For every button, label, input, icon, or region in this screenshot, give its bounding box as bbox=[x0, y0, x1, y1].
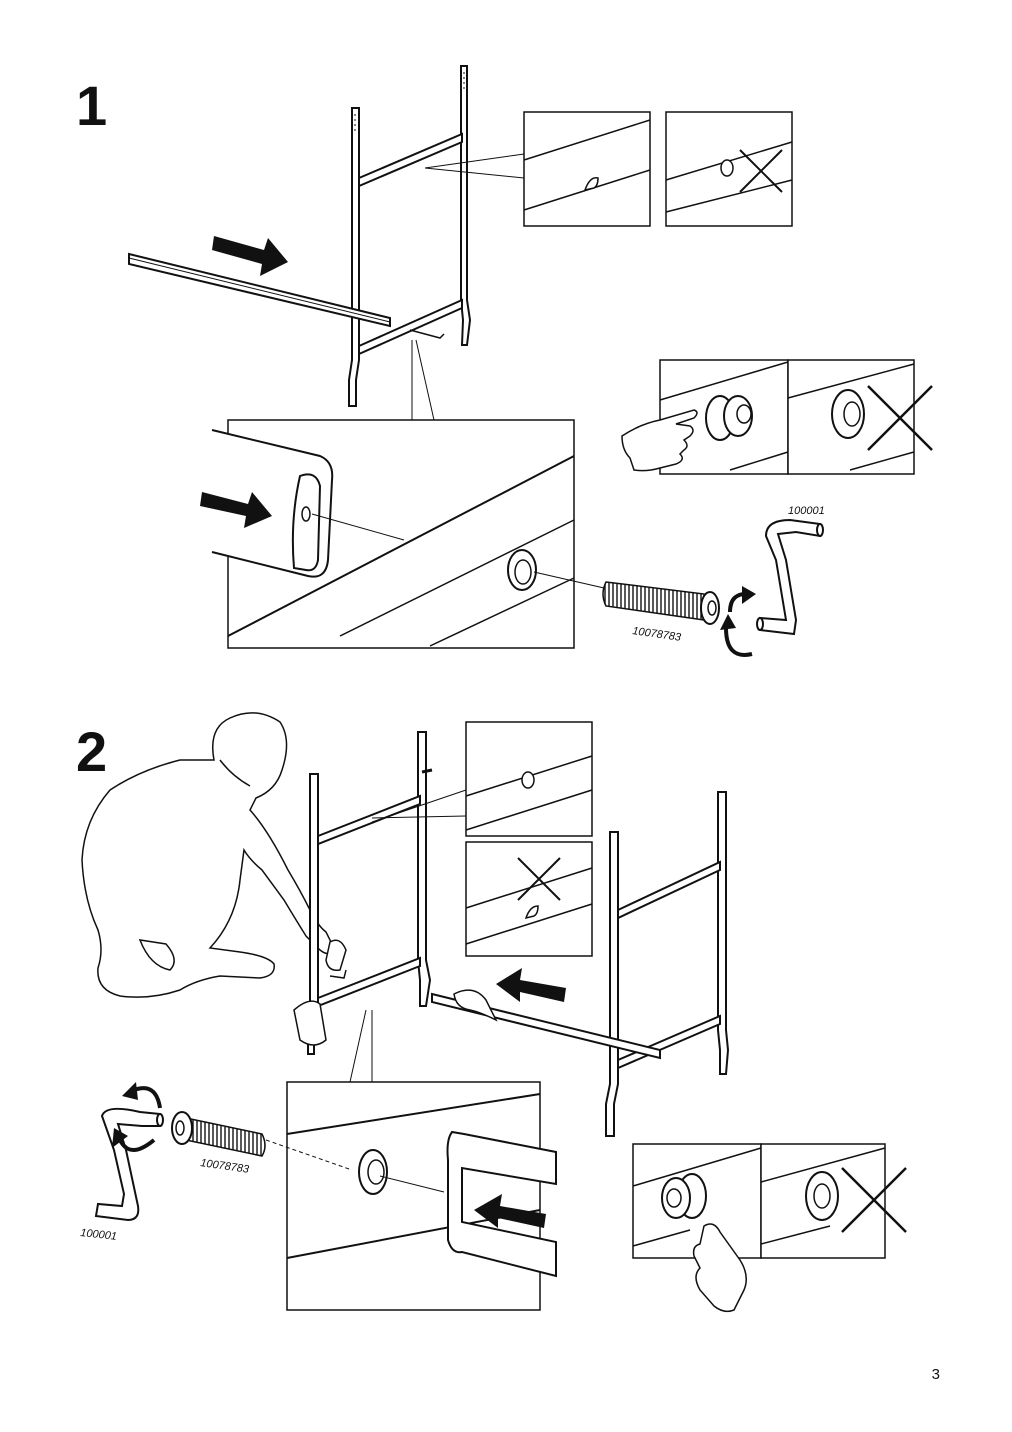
push-arrow-icon bbox=[212, 236, 288, 276]
allen-key-icon bbox=[409, 329, 445, 339]
step-2-left-frame bbox=[307, 731, 433, 1055]
person-illustration bbox=[81, 712, 335, 998]
step-1-bolt bbox=[602, 581, 720, 625]
detail-bolt-flush-wrong bbox=[787, 359, 933, 475]
step-1-frame bbox=[348, 65, 472, 407]
wrong-cross-icon bbox=[867, 385, 933, 451]
step-2-number: 2 bbox=[76, 720, 108, 783]
detail-hole-correct bbox=[523, 111, 651, 227]
step-1-long-rail bbox=[128, 252, 391, 328]
detail-bolt-flush-correct-2 bbox=[632, 1143, 762, 1259]
pointing-hand-icon bbox=[621, 409, 698, 472]
step-2-bolt-label: 10078783 bbox=[200, 1157, 251, 1176]
wrong-cross-icon bbox=[841, 1167, 907, 1233]
step-2-bolt bbox=[171, 1111, 266, 1157]
push-arrow-icon bbox=[474, 1194, 546, 1228]
detail-hole-wrong-2 bbox=[465, 841, 593, 957]
allen-key-icon bbox=[329, 969, 347, 979]
detail-hole-wrong bbox=[665, 111, 793, 227]
detail-hole-correct-2 bbox=[465, 721, 593, 837]
step-1-callout-lines bbox=[411, 153, 525, 421]
step-2-allen-key bbox=[94, 1107, 164, 1222]
step-1-allen-key bbox=[756, 518, 824, 636]
hands-illustration bbox=[293, 939, 498, 1046]
push-arrow-icon bbox=[496, 968, 566, 1002]
detail-bolt-flush-wrong-2 bbox=[760, 1143, 907, 1259]
step-2-key-label: 100001 bbox=[80, 1227, 118, 1243]
step-2-callout-lines bbox=[349, 789, 467, 1083]
wrong-cross-icon bbox=[739, 149, 783, 193]
push-arrow-icon bbox=[200, 492, 272, 528]
rotate-arrow-icon bbox=[720, 586, 756, 657]
page-number: 3 bbox=[931, 1366, 940, 1383]
step-1-number: 1 bbox=[76, 74, 108, 137]
wrong-cross-icon bbox=[517, 857, 561, 901]
detail-rail-insert-2 bbox=[286, 1081, 557, 1311]
step-1-key-label: 100001 bbox=[788, 505, 825, 517]
detail-rail-insert bbox=[200, 419, 605, 649]
step-1-bolt-label: 10078783 bbox=[632, 625, 683, 644]
rotate-arrow-icon bbox=[112, 1082, 162, 1152]
pointing-hand-icon bbox=[692, 1223, 747, 1313]
